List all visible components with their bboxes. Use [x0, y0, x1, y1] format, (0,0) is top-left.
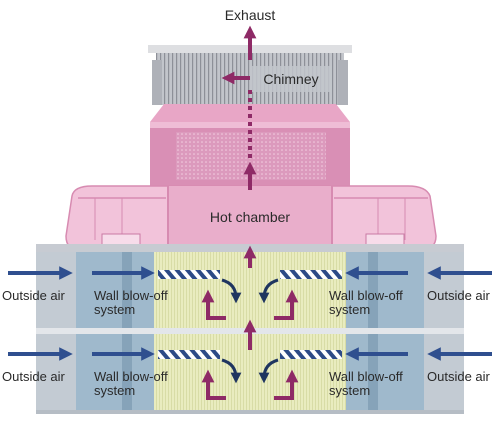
nozzle-bottom-left: [158, 350, 220, 359]
label-outside-air-top-right: Outside air: [427, 288, 491, 303]
label-exhaust: Exhaust: [225, 7, 276, 23]
chimney-side-left: [152, 60, 162, 105]
curve-arrow-top-right: [258, 278, 279, 304]
label-system-top-right: system: [329, 302, 370, 317]
label-system-top-left: system: [94, 302, 135, 317]
chimney-label-bg: [252, 66, 332, 92]
hot-arrow-lower-right: [274, 369, 299, 400]
label-outside-air-top-left: Outside air: [2, 288, 66, 303]
hot-air-flow: [201, 25, 299, 400]
label-wall-blow-off-bottom-right: Wall blow-off: [329, 369, 403, 384]
outside-air-flow: [8, 266, 492, 361]
label-hot-chamber: Hot chamber: [210, 209, 290, 225]
hot-chamber-core: [168, 186, 332, 250]
hot-arrow-lower-left: [201, 369, 226, 400]
curve-arrow-bottom-right: [258, 358, 279, 384]
curve-arrow-top-left: [221, 278, 242, 304]
hot-arrow-upper-right: [274, 289, 299, 320]
label-outside-air-bottom-right: Outside air: [427, 369, 491, 384]
hot-arrow-upper-left: [201, 289, 226, 320]
upper-roof: [150, 104, 350, 122]
label-wall-blow-off-top-left: Wall blow-off: [94, 288, 168, 303]
nozzle-top-right: [280, 270, 342, 279]
base-ledge: [36, 244, 464, 252]
nozzle-bottom-right: [280, 350, 342, 359]
nozzle-top-left: [158, 270, 220, 279]
curve-arrow-bottom-left: [221, 358, 242, 384]
label-system-bottom-right: system: [329, 383, 370, 398]
chimney-side-right: [338, 60, 348, 105]
label-outside-air-bottom-left: Outside air: [2, 369, 66, 384]
label-chimney: Chimney: [263, 71, 318, 87]
labels: Exhaust Chimney Hot chamber Outside air …: [2, 7, 491, 398]
blow-off-curves: [221, 278, 279, 384]
label-system-bottom-left: system: [94, 383, 135, 398]
label-wall-blow-off-top-right: Wall blow-off: [329, 288, 403, 303]
label-wall-blow-off-bottom-left: Wall blow-off: [94, 369, 168, 384]
